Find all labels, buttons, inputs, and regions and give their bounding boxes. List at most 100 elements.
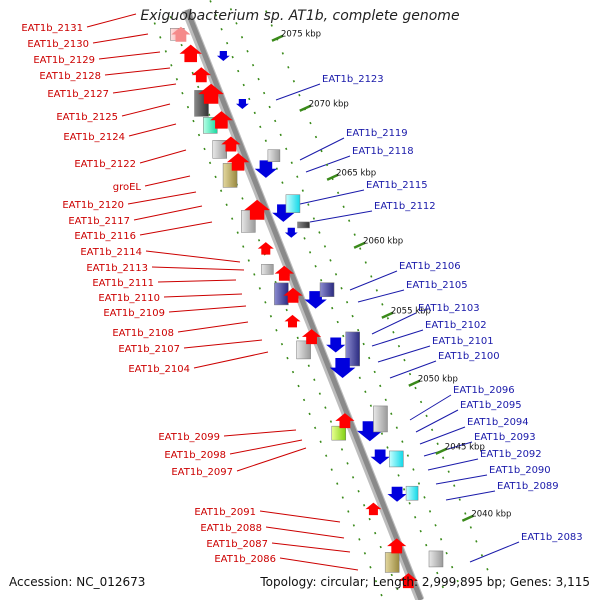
forward-arrow <box>221 136 241 152</box>
leader-line <box>104 67 171 76</box>
ruler-tick-mark <box>326 173 339 181</box>
left-gene-label: EAT1b_2110 <box>98 293 160 304</box>
leader-line <box>223 429 297 437</box>
right-gene-label: EAT1b_2090 <box>489 465 551 476</box>
left-gene-label: EAT1b_2086 <box>214 554 276 565</box>
left-gene-label: EAT1b_2111 <box>92 278 154 289</box>
genome-backbone <box>181 8 425 600</box>
forward-arrow <box>284 314 301 328</box>
ruler-tick-mark <box>271 34 284 42</box>
ruler-tick-label: 2060 kbp <box>363 237 403 247</box>
left-gene-label: EAT1b_2097 <box>171 467 233 478</box>
left-gene-label: EAT1b_2130 <box>27 39 89 50</box>
leader-line <box>193 351 269 369</box>
forward-arrow <box>226 153 250 171</box>
ruler-tick-label: 2045 kbp <box>445 443 485 453</box>
reverse-arrow <box>284 227 298 238</box>
leader-line <box>133 205 203 221</box>
leader-line <box>469 541 520 563</box>
left-gene-label: EAT1b_2087 <box>206 539 268 550</box>
leader-line <box>299 189 365 205</box>
leader-line <box>112 83 177 94</box>
right-gene-label: EAT1b_2105 <box>406 280 468 291</box>
forward-arrow <box>210 111 233 129</box>
ruler-tick-mark <box>381 311 394 319</box>
left-gene-label: EAT1b_2131 <box>21 23 83 34</box>
leader-line <box>183 339 263 349</box>
right-gene-label: EAT1b_2123 <box>322 74 384 85</box>
left-gene-label: EAT1b_2107 <box>118 344 180 355</box>
right-gene-label: EAT1b_2101 <box>432 336 494 347</box>
backbone-axis <box>184 9 424 600</box>
left-gene-label: EAT1b_2120 <box>62 200 124 211</box>
leader-line <box>236 447 307 472</box>
leader-line <box>309 210 373 223</box>
reverse-arrow <box>254 160 278 178</box>
leader-line <box>177 321 249 333</box>
right-gene-label: EAT1b_2115 <box>366 180 428 191</box>
forward-arrow <box>257 242 274 255</box>
leader-line <box>145 250 241 263</box>
right-gene-label: EAT1b_2102 <box>425 320 487 331</box>
left-gene-label: EAT1b_2098 <box>164 450 226 461</box>
left-gene-label: EAT1b_2099 <box>158 432 220 443</box>
ruler-tick-label: 2055 kbp <box>391 307 431 317</box>
right-gene-label: EAT1b_2103 <box>418 303 480 314</box>
leader-line <box>423 441 473 457</box>
right-gene-label: EAT1b_2100 <box>438 351 500 362</box>
leader-line <box>229 439 303 455</box>
gene-block <box>285 194 301 213</box>
leader-line <box>415 409 459 433</box>
leader-line <box>305 155 351 173</box>
leader-line <box>265 526 345 539</box>
right-gene-label: EAT1b_2089 <box>497 481 559 492</box>
forward-arrow <box>387 538 407 554</box>
right-gene-label: EAT1b_2094 <box>467 417 529 428</box>
left-gene-label: EAT1b_2124 <box>63 132 125 143</box>
reverse-arrow <box>326 337 346 353</box>
right-gene-label: EAT1b_2119 <box>346 128 408 139</box>
left-gene-label: EAT1b_2104 <box>128 364 190 375</box>
left-gene-label: EAT1b_2116 <box>74 231 136 242</box>
forward-arrow <box>198 83 224 104</box>
right-gene-label: EAT1b_2096 <box>453 385 515 396</box>
strand-guide-0 <box>153 22 385 600</box>
leader-line <box>139 149 187 164</box>
ruler-tick-label: 2050 kbp <box>418 375 458 385</box>
leader-line <box>357 289 405 303</box>
leader-line <box>409 394 452 421</box>
right-gene-label: EAT1b_2112 <box>374 201 436 212</box>
reverse-arrow <box>387 486 407 502</box>
leader-line <box>389 360 437 379</box>
gene-block <box>345 331 360 367</box>
gene-block <box>331 425 347 441</box>
left-gene-label: EAT1b_2117 <box>68 216 130 227</box>
left-gene-label: EAT1b_2114 <box>80 247 142 258</box>
left-gene-label: EAT1b_2091 <box>194 507 256 518</box>
left-gene-label: EAT1b_2127 <box>47 89 109 100</box>
reverse-arrow <box>370 449 390 465</box>
reverse-arrow <box>216 50 230 61</box>
gene-block <box>267 149 281 162</box>
leader-line <box>445 490 496 501</box>
ruler-tick-mark <box>408 379 421 387</box>
right-gene-label: EAT1b_2106 <box>399 261 461 272</box>
left-gene-label: groEL <box>113 182 142 193</box>
leader-line <box>127 191 197 205</box>
leader-line <box>279 557 359 571</box>
leader-line <box>349 270 398 291</box>
gene-block <box>405 485 419 501</box>
strand-guide-2 <box>209 0 445 591</box>
leader-line <box>371 329 424 347</box>
leader-line <box>92 33 149 44</box>
left-gene-label: EAT1b_2129 <box>33 55 95 66</box>
leader-line <box>377 345 431 363</box>
leader-line <box>435 474 488 485</box>
leader-lines <box>86 13 520 571</box>
leader-line <box>168 305 247 313</box>
strand-guide-4 <box>260 0 490 574</box>
gene-block <box>261 264 274 275</box>
leader-line <box>144 175 191 187</box>
